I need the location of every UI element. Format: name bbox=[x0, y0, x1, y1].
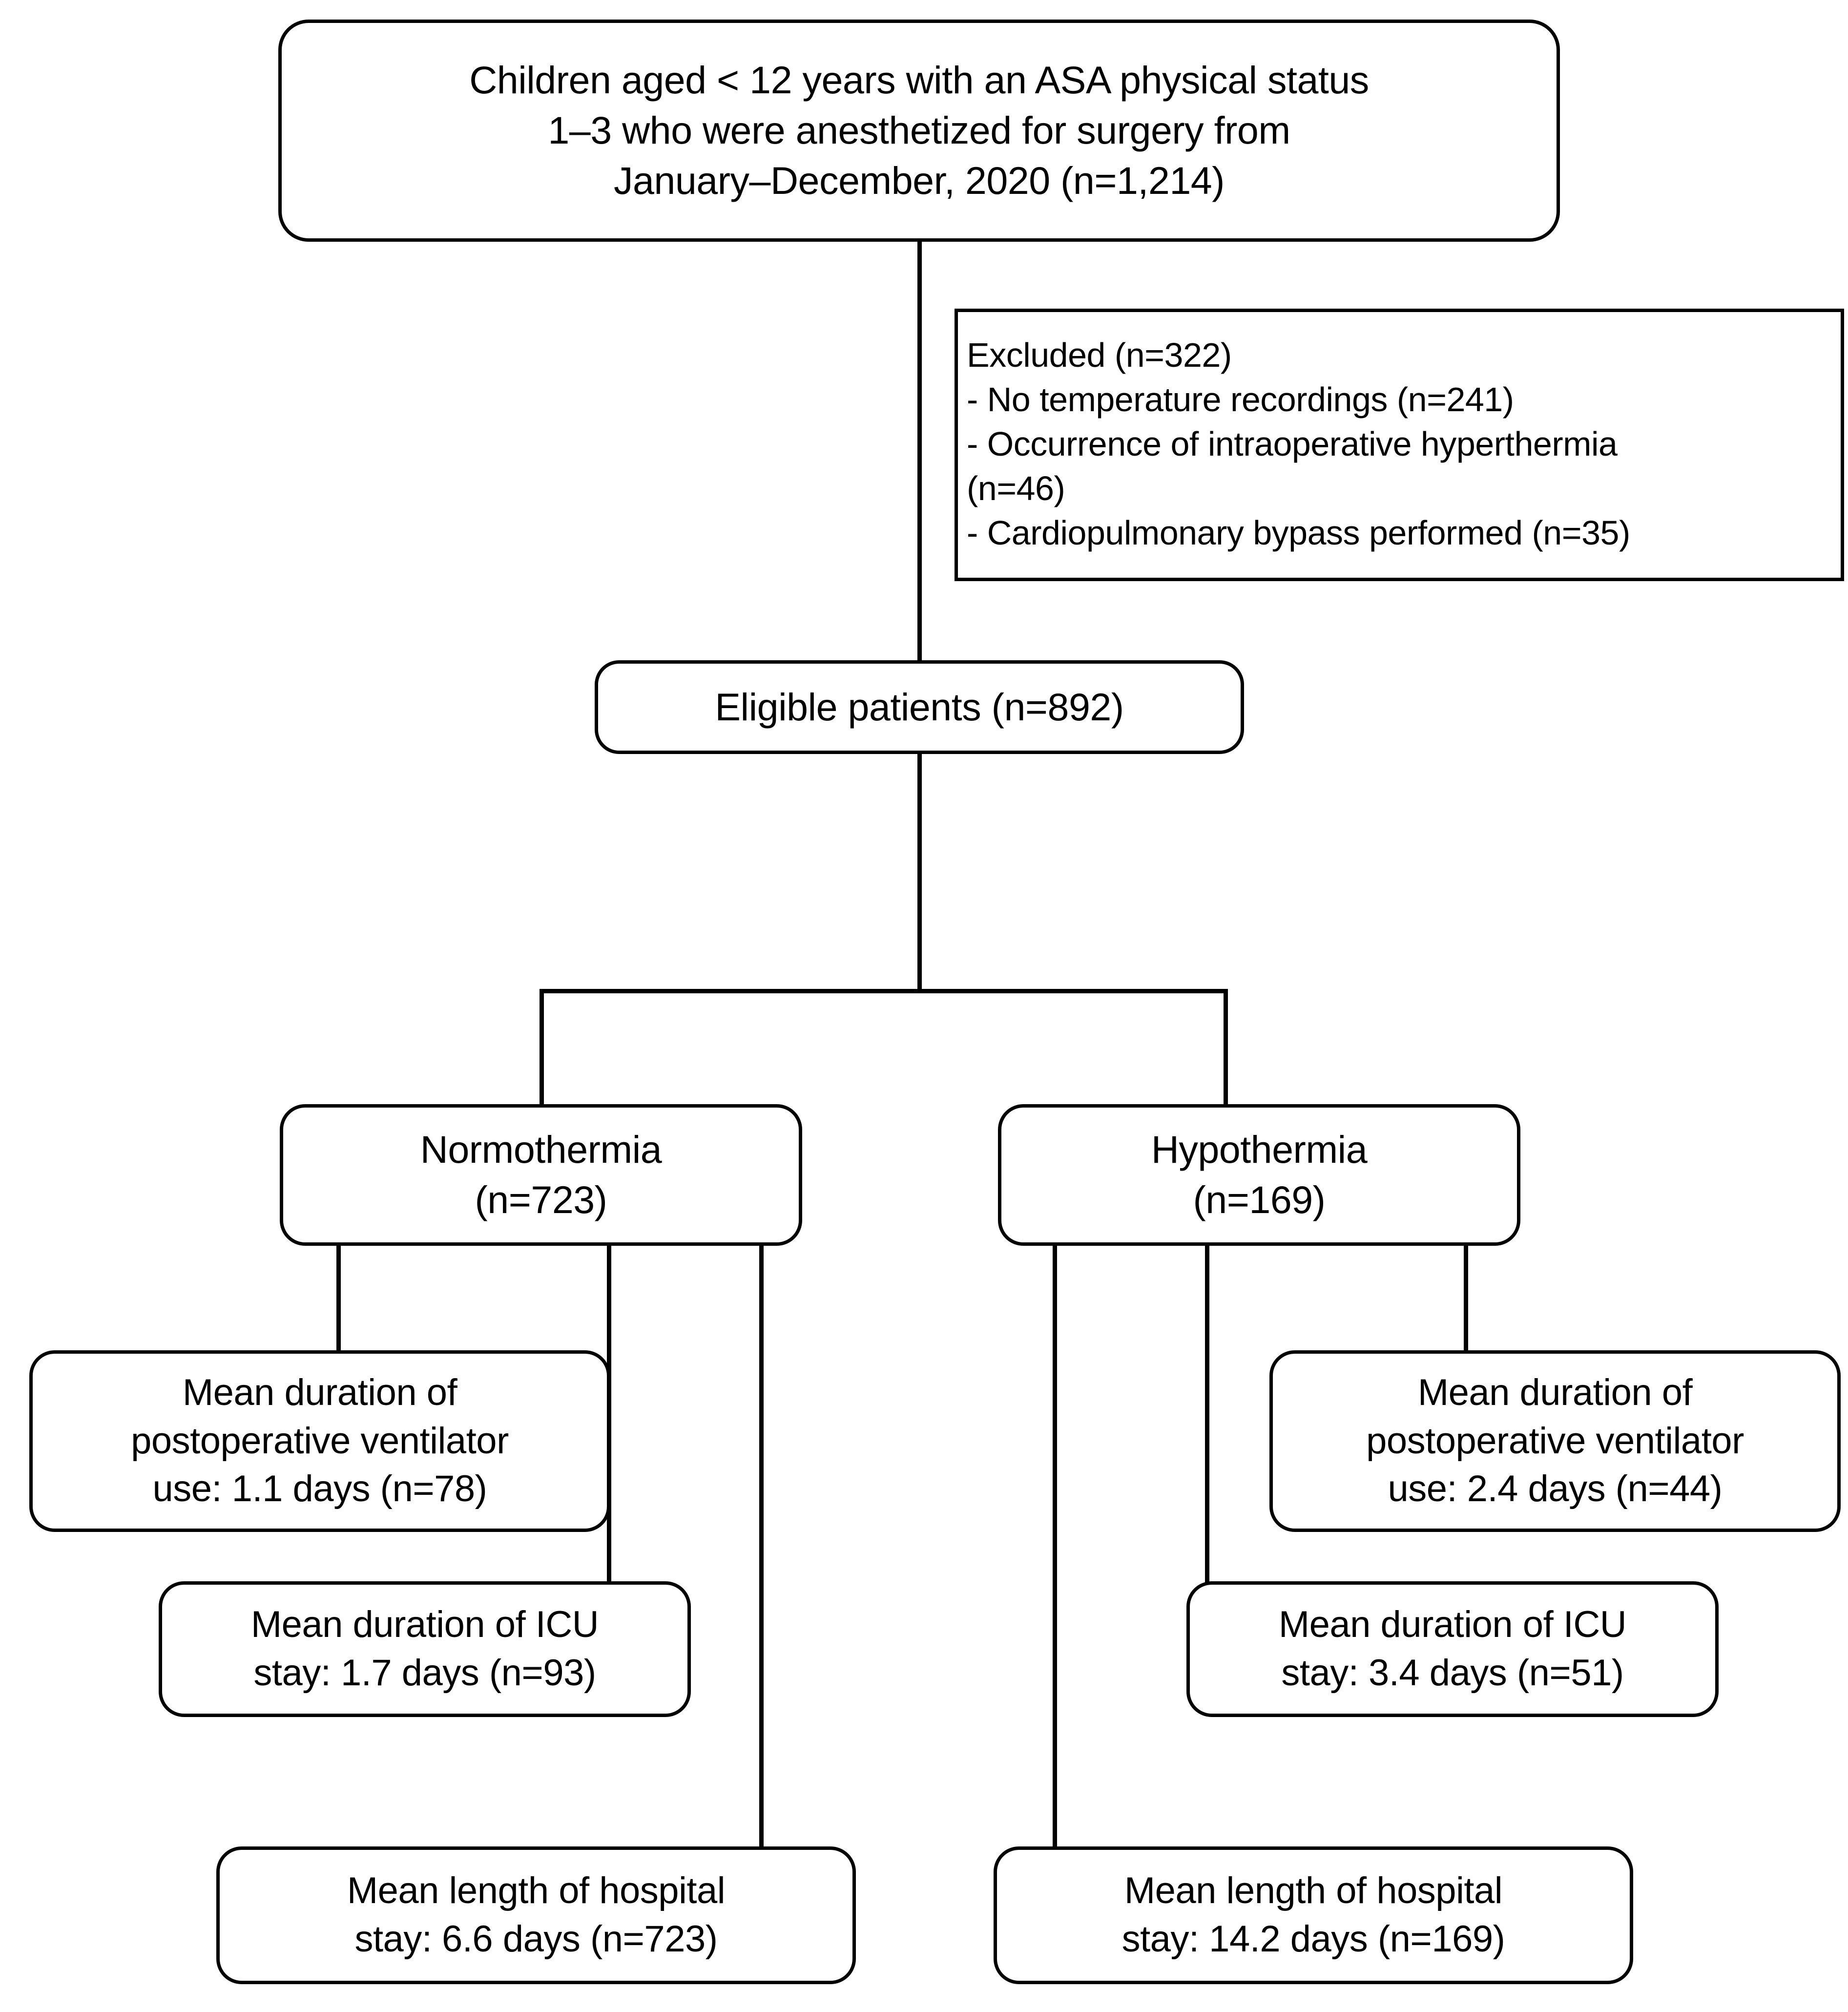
node-normothermia-group: Normothermia (n=723) bbox=[280, 1104, 802, 1246]
connector-normo-to-hospital bbox=[759, 1243, 764, 1851]
connector-hypo-to-icu bbox=[1205, 1243, 1209, 1585]
node-eligible-patients: Eligible patients (n=892) bbox=[595, 660, 1244, 754]
node-normothermia-ventilator-outcome: Mean duration of postoperative ventilato… bbox=[29, 1350, 610, 1532]
node-normothermia-ventilator-outcome-text: Mean duration of postoperative ventilato… bbox=[131, 1371, 509, 1510]
connector-hypo-to-hospital bbox=[1053, 1243, 1057, 1851]
node-hypothermia-icu-outcome-text: Mean duration of ICU stay: 3.4 days (n=5… bbox=[1278, 1604, 1627, 1694]
node-hypothermia-ventilator-outcome: Mean duration of postoperative ventilato… bbox=[1269, 1350, 1841, 1532]
node-hypothermia-hospital-outcome-text: Mean length of hospital stay: 14.2 days … bbox=[1121, 1870, 1505, 1960]
node-hypothermia-hospital-outcome: Mean length of hospital stay: 14.2 days … bbox=[994, 1846, 1633, 1984]
node-hypothermia-icu-outcome: Mean duration of ICU stay: 3.4 days (n=5… bbox=[1186, 1581, 1719, 1717]
node-hypothermia-group: Hypothermia (n=169) bbox=[998, 1104, 1520, 1246]
node-hypothermia-group-text: Hypothermia (n=169) bbox=[1151, 1128, 1368, 1221]
node-normothermia-hospital-outcome-text: Mean length of hospital stay: 6.6 days (… bbox=[347, 1870, 726, 1960]
connector-split-right bbox=[1224, 989, 1228, 1107]
connector-split-left bbox=[540, 989, 544, 1107]
node-hypothermia-ventilator-outcome-text: Mean duration of postoperative ventilato… bbox=[1366, 1371, 1744, 1510]
node-eligible-patients-text: Eligible patients (n=892) bbox=[715, 685, 1124, 729]
node-normothermia-group-text: Normothermia (n=723) bbox=[420, 1128, 662, 1221]
node-normothermia-icu-outcome-text: Mean duration of ICU stay: 1.7 days (n=9… bbox=[250, 1604, 599, 1694]
connector-source-to-eligible bbox=[917, 239, 922, 663]
node-excluded: Excluded (n=322) - No temperature record… bbox=[955, 309, 1844, 581]
connector-hypo-to-ventilator bbox=[1464, 1243, 1468, 1355]
node-source-population-text: Children aged < 12 years with an ASA phy… bbox=[469, 58, 1369, 202]
node-excluded-text: Excluded (n=322) - No temperature record… bbox=[967, 335, 1630, 552]
node-source-population: Children aged < 12 years with an ASA phy… bbox=[278, 20, 1560, 242]
node-normothermia-icu-outcome: Mean duration of ICU stay: 1.7 days (n=9… bbox=[159, 1581, 691, 1717]
connector-normo-to-ventilator bbox=[336, 1243, 341, 1355]
connector-eligible-down bbox=[917, 752, 922, 992]
node-normothermia-hospital-outcome: Mean length of hospital stay: 6.6 days (… bbox=[216, 1846, 856, 1984]
connector-split-bar bbox=[540, 989, 1228, 993]
